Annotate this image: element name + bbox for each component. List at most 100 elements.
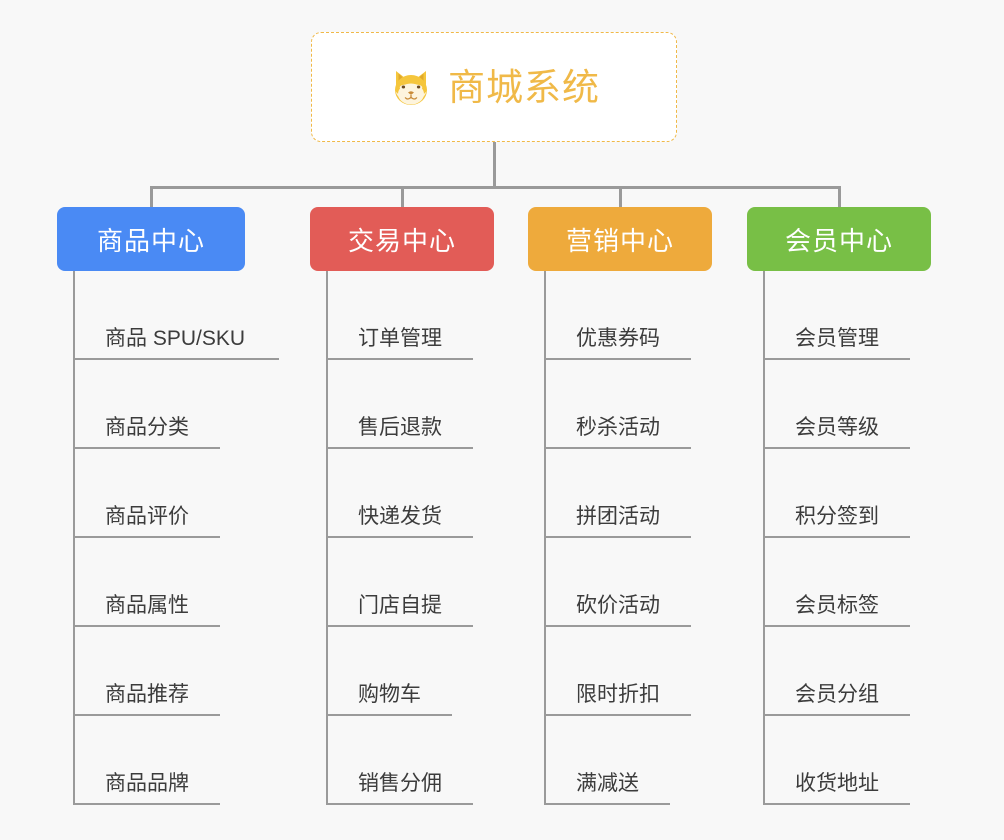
leaf-item[interactable]: 收货地址 — [763, 716, 931, 805]
leaf-item-label: 会员管理 — [795, 326, 879, 350]
leaf-item[interactable]: 订单管理 — [326, 271, 494, 360]
leaf-item-label: 订单管理 — [358, 326, 442, 350]
root-title: 商城系统 — [448, 66, 600, 108]
leaf-item-label: 优惠券码 — [576, 326, 660, 350]
leaf-list-4: 会员管理 会员等级 积分签到 会员标签 会员分组 收货地址 — [763, 271, 931, 805]
leaf-item-label: 商品 SPU/SKU — [105, 326, 246, 350]
connector-drop-4 — [838, 186, 841, 208]
branch-column-4: 会员中心 会员管理 会员等级 积分签到 会员标签 会员分组 — [747, 207, 931, 805]
leaf-item-label: 会员分组 — [795, 682, 879, 706]
leaf-item-label: 商品推荐 — [105, 682, 189, 706]
leaf-item-label: 商品品牌 — [105, 771, 189, 795]
leaf-item[interactable]: 会员分组 — [763, 627, 931, 716]
leaf-item[interactable]: 售后退款 — [326, 360, 494, 449]
leaf-rule — [763, 714, 910, 716]
branch-header-1[interactable]: 商品中心 — [57, 207, 245, 271]
leaf-item-label: 会员标签 — [795, 593, 879, 617]
leaf-rule — [73, 714, 220, 716]
leaf-item[interactable]: 销售分佣 — [326, 716, 494, 805]
branch-header-label-3: 营销中心 — [565, 225, 674, 256]
leaf-list-3: 优惠券码 秒杀活动 拼团活动 砍价活动 限时折扣 满减送 — [544, 271, 712, 805]
branch-header-4[interactable]: 会员中心 — [747, 207, 931, 271]
leaf-rule — [544, 714, 691, 716]
leaf-rule — [326, 447, 473, 449]
leaf-item[interactable]: 会员标签 — [763, 538, 931, 627]
leaf-item[interactable]: 商品属性 — [73, 538, 245, 627]
shiba-dog-face-icon — [388, 65, 434, 111]
leaf-item-label: 拼团活动 — [576, 504, 660, 528]
leaf-item-label: 积分签到 — [795, 504, 879, 528]
root-node[interactable]: 商城系统 — [311, 32, 677, 142]
branch-column-2: 交易中心 订单管理 售后退款 快递发货 门店自提 购物车 — [310, 207, 494, 805]
leaf-stem-3 — [544, 271, 546, 805]
leaf-item-label: 限时折扣 — [576, 682, 660, 706]
leaf-item[interactable]: 商品推荐 — [73, 627, 245, 716]
leaf-item[interactable]: 会员管理 — [763, 271, 931, 360]
leaf-list-1: 商品 SPU/SKU 商品分类 商品评价 商品属性 商品推荐 商品品牌 — [73, 271, 279, 805]
leaf-rule — [763, 803, 910, 805]
leaf-rule — [326, 625, 473, 627]
branch-header-3[interactable]: 营销中心 — [528, 207, 712, 271]
leaf-rule — [326, 714, 452, 716]
leaf-item-label: 快递发货 — [358, 504, 442, 528]
branch-header-label-2: 交易中心 — [347, 225, 456, 256]
leaf-rule — [763, 447, 910, 449]
leaf-item[interactable]: 砍价活动 — [544, 538, 712, 627]
leaf-stem-4 — [763, 271, 765, 805]
leaf-rule — [73, 447, 220, 449]
connector-drop-1 — [150, 186, 153, 208]
leaf-item[interactable]: 商品品牌 — [73, 716, 245, 805]
leaf-item[interactable]: 商品 SPU/SKU — [73, 271, 279, 360]
leaf-item-label: 商品属性 — [105, 593, 189, 617]
branch-header-label-4: 会员中心 — [784, 225, 893, 256]
leaf-rule — [544, 447, 691, 449]
leaf-item[interactable]: 购物车 — [326, 627, 494, 716]
leaf-rule — [326, 803, 473, 805]
leaf-rule — [73, 803, 220, 805]
leaf-rule — [763, 625, 910, 627]
connector-root-stem — [493, 142, 496, 189]
leaf-rule — [763, 358, 910, 360]
connector-drop-2 — [401, 186, 404, 208]
leaf-rule — [73, 358, 279, 360]
leaf-item-label: 商品分类 — [105, 415, 189, 439]
leaf-rule — [544, 803, 670, 805]
leaf-item-label: 秒杀活动 — [576, 415, 660, 439]
leaf-rule — [544, 358, 691, 360]
leaf-rule — [544, 536, 691, 538]
leaf-rule — [73, 536, 220, 538]
leaf-item-label: 购物车 — [358, 682, 421, 706]
leaf-item-label: 收货地址 — [795, 771, 879, 795]
leaf-stem-2 — [326, 271, 328, 805]
leaf-item[interactable]: 快递发货 — [326, 449, 494, 538]
leaf-item[interactable]: 积分签到 — [763, 449, 931, 538]
branch-header-label-1: 商品中心 — [96, 225, 205, 256]
connector-drop-3 — [619, 186, 622, 208]
branch-column-1: 商品中心 商品 SPU/SKU 商品分类 商品评价 商品属性 商品推荐 — [57, 207, 279, 805]
leaf-rule — [326, 358, 473, 360]
leaf-rule — [326, 536, 473, 538]
leaf-item-label: 销售分佣 — [358, 771, 442, 795]
branch-header-2[interactable]: 交易中心 — [310, 207, 494, 271]
leaf-item[interactable]: 拼团活动 — [544, 449, 712, 538]
leaf-rule — [73, 625, 220, 627]
leaf-stem-1 — [73, 271, 75, 805]
connector-horizontal-bus — [150, 186, 841, 189]
leaf-item[interactable]: 限时折扣 — [544, 627, 712, 716]
leaf-item-label: 售后退款 — [358, 415, 442, 439]
leaf-rule — [544, 625, 691, 627]
leaf-item[interactable]: 满减送 — [544, 716, 712, 805]
leaf-item[interactable]: 商品分类 — [73, 360, 245, 449]
leaf-item-label: 门店自提 — [358, 593, 442, 617]
leaf-item[interactable]: 秒杀活动 — [544, 360, 712, 449]
leaf-item[interactable]: 商品评价 — [73, 449, 245, 538]
leaf-item[interactable]: 门店自提 — [326, 538, 494, 627]
leaf-rule — [763, 536, 910, 538]
leaf-item-label: 会员等级 — [795, 415, 879, 439]
leaf-item[interactable]: 优惠券码 — [544, 271, 712, 360]
branch-column-3: 营销中心 优惠券码 秒杀活动 拼团活动 砍价活动 限时折扣 — [528, 207, 712, 805]
leaf-item[interactable]: 会员等级 — [763, 360, 931, 449]
leaf-item-label: 满减送 — [576, 771, 639, 795]
leaf-item-label: 砍价活动 — [576, 593, 660, 617]
